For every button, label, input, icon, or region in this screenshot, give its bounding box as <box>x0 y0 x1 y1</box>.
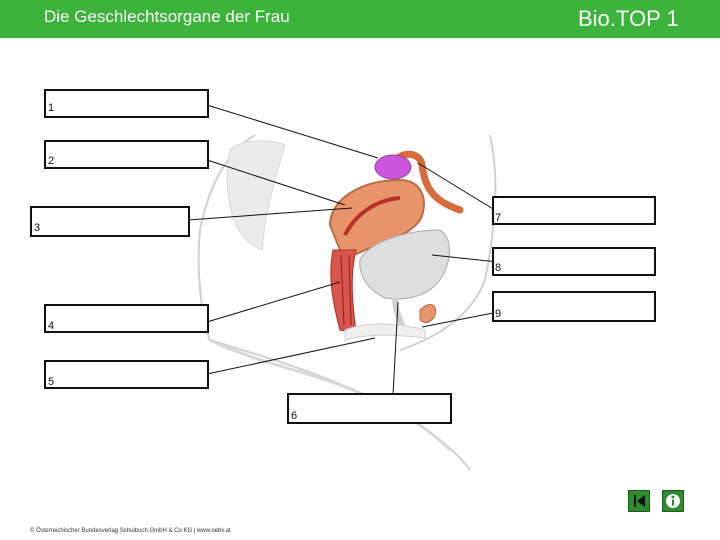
label-box-2[interactable] <box>44 140 209 169</box>
label-number-9: 9 <box>495 308 502 320</box>
brand-logo-text: Bio.TOP 1 <box>578 6 679 31</box>
info-button[interactable] <box>662 490 684 512</box>
label-box-1[interactable] <box>44 89 209 118</box>
uterus <box>328 178 425 257</box>
label-box-7[interactable] <box>492 196 656 225</box>
label-box-8[interactable] <box>492 247 656 276</box>
anatomy-diagram <box>187 104 499 471</box>
labia <box>344 323 426 341</box>
label-box-9[interactable] <box>492 291 656 322</box>
copyright-footer: © Österreichischer Bundesverlag Schulbuc… <box>30 528 231 534</box>
skin-fold <box>209 338 452 452</box>
label-number-5: 5 <box>48 376 55 388</box>
label-number-1: 1 <box>48 102 55 114</box>
bladder <box>359 229 450 300</box>
label-number-7: 7 <box>495 212 502 224</box>
leader-lines <box>187 104 499 396</box>
abdominal-tissue <box>226 140 286 251</box>
vaginal-wall <box>340 254 352 326</box>
info-icon <box>666 494 680 508</box>
label-number-6: 6 <box>291 410 298 422</box>
label-box-3[interactable] <box>30 206 190 237</box>
label-number-8: 8 <box>495 262 502 274</box>
label-box-5[interactable] <box>44 360 209 389</box>
label-number-3: 3 <box>34 222 41 234</box>
header-bar: Die Geschlechtsorgane der Frau Bio.TOP 1 <box>0 0 720 38</box>
label-box-6[interactable] <box>287 393 452 424</box>
clitoris <box>419 304 437 323</box>
label-box-4[interactable] <box>44 304 209 333</box>
page-title: Die Geschlechtsorgane der Frau <box>44 7 290 26</box>
label-number-2: 2 <box>48 155 55 167</box>
ovary <box>374 154 412 180</box>
back-button[interactable] <box>628 490 650 512</box>
uterine-cavity <box>343 196 401 236</box>
label-number-4: 4 <box>48 320 55 332</box>
back-icon <box>634 495 645 507</box>
